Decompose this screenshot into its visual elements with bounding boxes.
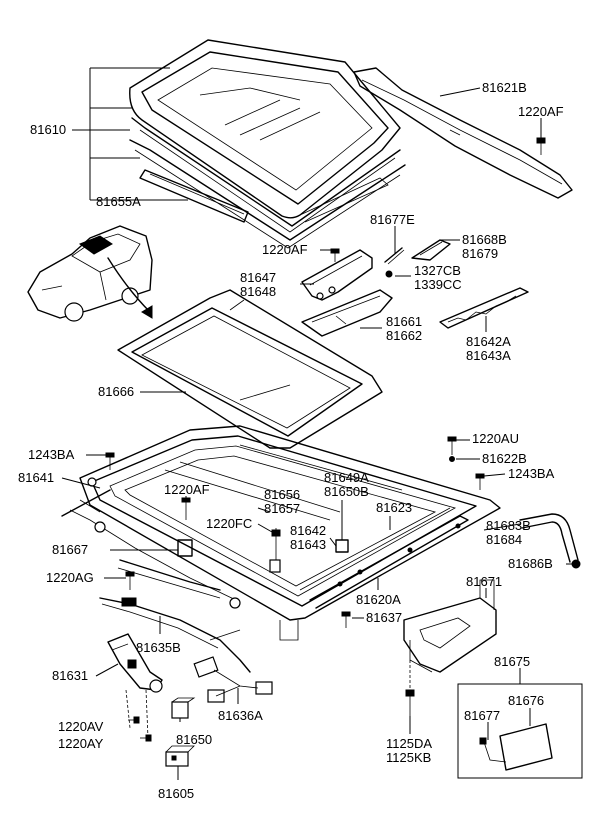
screw-1220af-top xyxy=(536,137,546,155)
label-1220af-bracket: 1220AF xyxy=(262,242,308,257)
label-81648: 81648 xyxy=(240,284,276,299)
rod-81677e xyxy=(384,247,405,265)
label-81676: 81676 xyxy=(508,693,544,708)
harness-81636a xyxy=(193,656,273,703)
sunshade-81666 xyxy=(117,289,383,449)
label-81671: 81671 xyxy=(466,574,502,589)
label-1220au: 1220AU xyxy=(472,431,519,446)
motor-81631 xyxy=(107,633,163,739)
label-1339cc: 1339CC xyxy=(414,277,462,292)
label-81621b: 81621B xyxy=(482,80,527,95)
label-1220af-top: 1220AF xyxy=(518,104,564,119)
relay-81650 xyxy=(171,697,196,719)
label-81677: 81677 xyxy=(464,708,500,723)
label-1220af-frame: 1220AF xyxy=(164,482,210,497)
label-81656: 81656 xyxy=(264,487,300,502)
sunroof-glass-assembly xyxy=(129,39,406,249)
part-labels: 81610 81655A 81621B 1220AF 81677E 1220AF… xyxy=(18,80,564,801)
vehicle-illustration xyxy=(27,225,153,322)
label-81605: 81605 xyxy=(158,786,194,801)
label-1220av: 1220AV xyxy=(58,719,104,734)
cable-81635b xyxy=(99,597,251,673)
label-81610: 81610 xyxy=(30,122,66,137)
label-81679: 81679 xyxy=(462,246,498,261)
label-81643: 81643 xyxy=(290,537,326,552)
label-81649a: 81649A xyxy=(324,470,369,485)
sunroof-frame xyxy=(61,425,501,641)
bracket-81671 xyxy=(403,579,497,673)
guide-rail-81642a xyxy=(439,287,529,329)
label-1220fc: 1220FC xyxy=(206,516,252,531)
label-1220ay: 1220AY xyxy=(58,736,104,751)
label-1243ba-right: 1243BA xyxy=(508,466,555,481)
bolt-1125da xyxy=(405,660,415,716)
screws-1220av xyxy=(128,716,152,742)
label-81661: 81661 xyxy=(386,314,422,329)
label-81647: 81647 xyxy=(240,270,276,285)
label-81683b: 81683B xyxy=(486,518,531,533)
label-81667: 81667 xyxy=(52,542,88,557)
label-81636a: 81636A xyxy=(218,708,263,723)
label-81686b: 81686B xyxy=(508,556,553,571)
label-81637: 81637 xyxy=(366,610,402,625)
label-81650: 81650 xyxy=(176,732,212,747)
drain-hose-81683b xyxy=(519,513,581,569)
label-81677e: 81677E xyxy=(370,212,415,227)
label-81622b: 81622B xyxy=(482,451,527,466)
front-deflector-beam xyxy=(353,67,573,199)
nut-1327cb xyxy=(385,270,393,278)
plate-81661 xyxy=(301,289,393,337)
label-81668b: 81668B xyxy=(462,232,507,247)
label-81650b: 81650B xyxy=(324,484,369,499)
leader-lines xyxy=(61,67,572,780)
label-81666: 81666 xyxy=(98,384,134,399)
label-81631: 81631 xyxy=(52,668,88,683)
label-81643a: 81643A xyxy=(466,348,511,363)
label-81623: 81623 xyxy=(376,500,412,515)
label-81641: 81641 xyxy=(18,470,54,485)
label-1125da: 1125DA xyxy=(386,736,432,751)
label-81684: 81684 xyxy=(486,532,522,547)
label-1125kb: 1125KB xyxy=(386,750,431,765)
label-81642a: 81642A xyxy=(466,334,511,349)
label-81642: 81642 xyxy=(290,523,326,538)
bracket-81647 xyxy=(301,248,373,301)
bracket-81668b xyxy=(411,239,451,261)
label-1220ag: 1220AG xyxy=(46,570,94,585)
label-1243ba-left: 1243BA xyxy=(28,447,75,462)
label-81675: 81675 xyxy=(494,654,530,669)
label-81620a: 81620A xyxy=(356,592,401,607)
label-81635b: 81635B xyxy=(136,640,181,655)
label-1327cb: 1327CB xyxy=(414,263,461,278)
label-81655a: 81655A xyxy=(96,194,141,209)
switch-81605 xyxy=(165,745,195,767)
label-81657: 81657 xyxy=(264,501,300,516)
label-81662: 81662 xyxy=(386,328,422,343)
